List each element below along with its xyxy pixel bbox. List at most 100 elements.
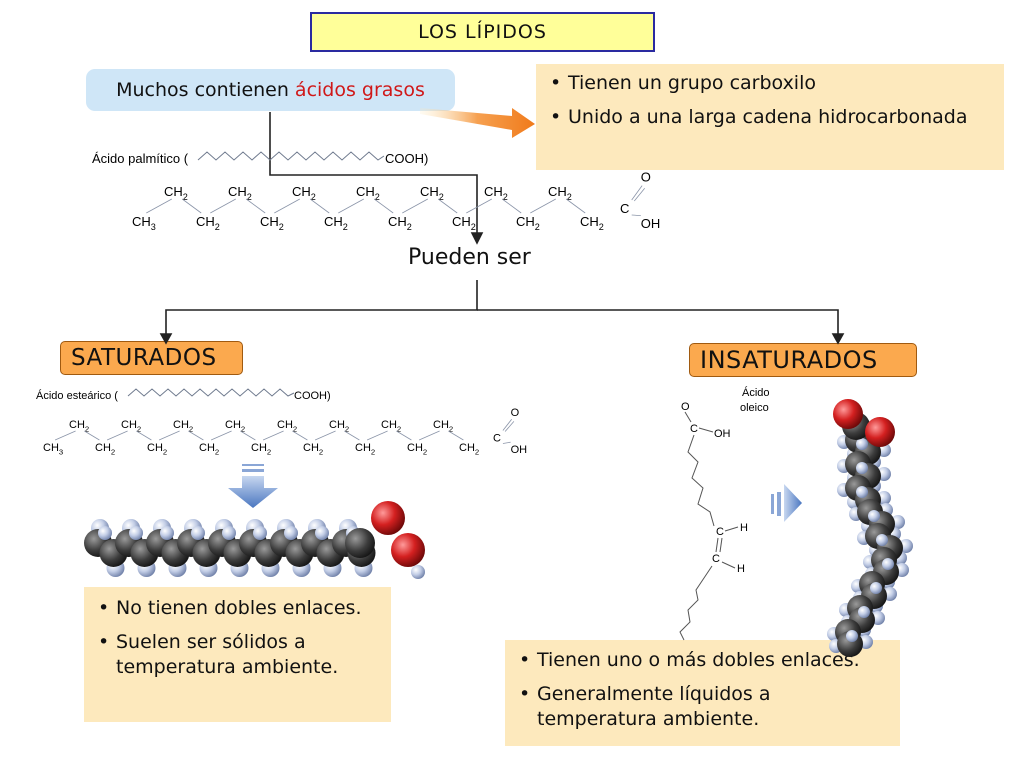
intro-text: Muchos contienen xyxy=(116,79,289,101)
chain-group-top: CH2 xyxy=(433,419,453,433)
oleic-acid-formula: Ácido oleico O C OH C H C H xyxy=(679,386,770,641)
arrowhead-icon xyxy=(159,333,173,345)
oleic-h2: H xyxy=(737,563,745,575)
oleic-bond xyxy=(698,427,714,433)
chain-group-bottom: CH2 xyxy=(580,214,604,232)
double-bond-line xyxy=(715,537,719,553)
carboxyl-bond xyxy=(502,441,511,444)
chain-bond xyxy=(309,198,330,214)
chain-bond xyxy=(501,198,522,214)
oleic-h1: H xyxy=(740,522,748,534)
chain-bond xyxy=(146,198,172,214)
orange-arrow-icon xyxy=(420,108,535,138)
stearic-acid-3d-model xyxy=(84,501,425,579)
stearic-chain: CH3CH2CH2CH2CH2CH2CH2CH2CH2CH2CH2CH2CH2C… xyxy=(43,407,527,456)
note-item: Unido a una larga cadena hidrocarbonada xyxy=(544,105,996,131)
chain-bond xyxy=(84,430,100,441)
chain-group-top: CH2 xyxy=(173,419,193,433)
double-bond-line xyxy=(719,537,723,553)
carboxyl-bond xyxy=(502,418,513,431)
title-text: LOS LÍPIDOS xyxy=(418,21,547,43)
intro-connector xyxy=(269,112,478,236)
chain-bond xyxy=(344,430,360,441)
chain-group-bottom: CH2 xyxy=(516,214,540,232)
chain-bond xyxy=(437,198,458,214)
chain-group-bottom: CH3 xyxy=(132,214,156,232)
carboxyl-bond xyxy=(504,421,515,432)
hydrogen-atom xyxy=(191,526,205,540)
chain-bond xyxy=(210,430,232,441)
hydrogen-atom xyxy=(160,526,174,540)
chain-group-bottom: CH2 xyxy=(324,214,348,232)
hydrogen-atom xyxy=(856,438,868,450)
carbon-atom xyxy=(345,528,375,558)
arrowhead-icon xyxy=(470,232,484,245)
connector-lines xyxy=(159,112,845,345)
chain-group-bottom: CH2 xyxy=(355,442,375,456)
oleic-bond xyxy=(684,411,692,423)
palmitic-acid-formula: Ácido palmítico ( COOH) CH3CH2CH2CH2CH2C… xyxy=(92,151,660,232)
carboxyl-o: O xyxy=(641,170,651,185)
right-arrow-icon xyxy=(771,484,802,522)
hydrogen-atom xyxy=(868,510,880,522)
chain-group-bottom: CH3 xyxy=(43,442,63,456)
hydrogen-atom xyxy=(129,526,143,540)
carboxyl-bond xyxy=(633,187,646,202)
oleic-c1: C xyxy=(716,526,724,538)
carboxyl-bond xyxy=(631,214,641,216)
hydrogen-atom xyxy=(315,526,329,540)
oleic-chain-lower xyxy=(679,565,713,641)
hydrogen-atom xyxy=(98,526,112,540)
carboxyl-bond xyxy=(631,185,643,201)
hydrogen-atom xyxy=(876,534,888,546)
chain-bond xyxy=(54,430,76,441)
chain-bond xyxy=(530,198,556,214)
chain-bond xyxy=(181,198,202,214)
stearic-zigzag xyxy=(127,388,295,397)
down-arrow-icon xyxy=(228,464,278,508)
chain-group-top: CH2 xyxy=(381,419,401,433)
carboxyl-oh: OH xyxy=(511,444,528,456)
oleic-oh: OH xyxy=(714,428,731,440)
unsaturated-label-text: INSATURADOS xyxy=(700,346,878,374)
saturated-label: SATURADOS xyxy=(60,341,243,375)
hydrogen-atom xyxy=(882,558,894,570)
chain-group-top: CH2 xyxy=(69,419,89,433)
oleic-name-1: Ácido xyxy=(742,386,770,399)
chain-group-bottom: CH2 xyxy=(251,442,271,456)
oleic-c2: C xyxy=(712,553,720,565)
chain-group-bottom: CH2 xyxy=(196,214,220,232)
oleic-c: C xyxy=(690,423,698,435)
chain-group-top: CH2 xyxy=(548,184,572,202)
chain-group-bottom: CH2 xyxy=(260,214,284,232)
hydrogen-atom xyxy=(411,565,425,579)
unsaturated-notes: Tienen uno o más dobles enlaces. General… xyxy=(505,640,900,746)
chain-bond xyxy=(158,430,180,441)
hydrogen-atom xyxy=(222,526,236,540)
chain-bond xyxy=(466,198,492,214)
chain-group-bottom: CH2 xyxy=(452,214,476,232)
carboxyl-oh: OH xyxy=(641,216,661,231)
chain-bond xyxy=(396,430,412,441)
chain-bond xyxy=(262,430,284,441)
oleic-o: O xyxy=(681,401,690,413)
oleic-chain-upper xyxy=(687,434,715,527)
intro-highlight: ácidos grasos xyxy=(294,79,425,101)
arrowhead-icon xyxy=(831,333,845,345)
chain-group-top: CH2 xyxy=(164,184,188,202)
carboxyl-c: C xyxy=(620,201,629,216)
oxygen-atom xyxy=(391,533,425,567)
stearic-acid-formula: Ácido esteárico ( COOH) CH3CH2CH2CH2CH2C… xyxy=(36,388,527,456)
chain-group-top: CH2 xyxy=(356,184,380,202)
stearic-end: COOH) xyxy=(294,390,331,402)
oxygen-atom xyxy=(865,417,895,447)
palmitic-end: COOH) xyxy=(385,151,428,166)
oxygen-atom xyxy=(833,399,863,429)
note-item: Tienen un grupo carboxilo xyxy=(544,71,996,97)
chain-bond xyxy=(188,430,204,441)
note-item: Suelen ser sólidos a temperatura ambient… xyxy=(92,630,383,681)
saturated-label-text: SATURADOS xyxy=(71,345,217,371)
chain-group-top: CH2 xyxy=(225,419,245,433)
chain-group-bottom: CH2 xyxy=(459,442,479,456)
